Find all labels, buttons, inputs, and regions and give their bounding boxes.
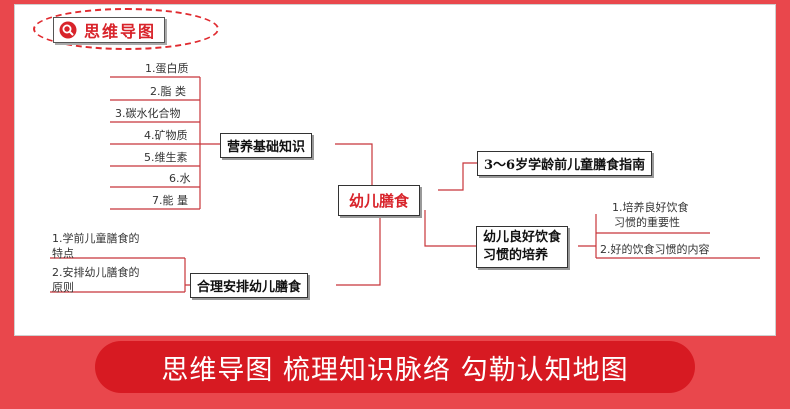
arrange-item-2-line2: 原则: [52, 281, 74, 294]
habits-item-1: 1.培养良好饮食 习惯的重要性: [612, 200, 689, 230]
habits-item-1-line1: 1.培养良好饮食: [612, 201, 689, 214]
nutrition-item-2: 2.脂 类: [150, 85, 186, 98]
habits-item-1-line2: 习惯的重要性: [614, 216, 680, 229]
branch-nutrition: 营养基础知识: [220, 133, 313, 158]
connector-nutrition-leaves: [110, 76, 201, 210]
branch-habits: 幼儿良好饮食 习惯的培养: [476, 226, 569, 268]
arrange-item-1: 1.学前儿童膳食的 特点: [52, 231, 140, 261]
habits-item-2-line1: 2.好的饮食习惯的内容: [600, 243, 710, 256]
arrange-item-1-line2: 特点: [52, 247, 74, 260]
branch-habits-line1: 幼儿良好饮食: [483, 230, 562, 245]
nutrition-item-6: 6.水: [169, 172, 191, 185]
search-icon: [59, 21, 77, 39]
connector-arrange-leaves: [50, 257, 190, 293]
title-box: 思维导图: [53, 17, 166, 43]
branch-arrange: 合理安排幼儿膳食: [190, 273, 309, 298]
connector-center-to-arrange: [336, 210, 381, 286]
nutrition-item-1: 1.蛋白质: [145, 62, 189, 75]
nutrition-item-3: 3.碳水化合物: [115, 107, 181, 120]
habits-item-2: 2.好的饮食习惯的内容: [600, 242, 710, 257]
nutrition-item-5: 5.维生素: [144, 151, 188, 164]
connector-center-to-habits: [424, 210, 476, 247]
title-badge: 思维导图: [33, 8, 219, 50]
center-node: 幼儿膳食: [338, 185, 421, 216]
title-dashed-ellipse: [33, 8, 219, 50]
connector-habits-leaves: [578, 214, 760, 259]
branch-guide: 3～6岁学龄前儿童膳食指南: [477, 151, 653, 176]
bottom-banner: 思维导图 梳理知识脉络 勾勒认知地图: [95, 341, 695, 393]
nutrition-item-7: 7.能 量: [152, 194, 188, 207]
connector-center-to-guide: [438, 162, 477, 191]
arrange-item-2-line1: 2.安排幼儿膳食的: [52, 266, 140, 279]
page-title: 思维导图: [84, 22, 157, 41]
nutrition-item-4: 4.矿物质: [144, 129, 188, 142]
arrange-item-2: 2.安排幼儿膳食的 原则: [52, 265, 140, 295]
branch-habits-line2: 习惯的培养: [483, 248, 549, 263]
arrange-item-1-line1: 1.学前儿童膳食的: [52, 232, 140, 245]
